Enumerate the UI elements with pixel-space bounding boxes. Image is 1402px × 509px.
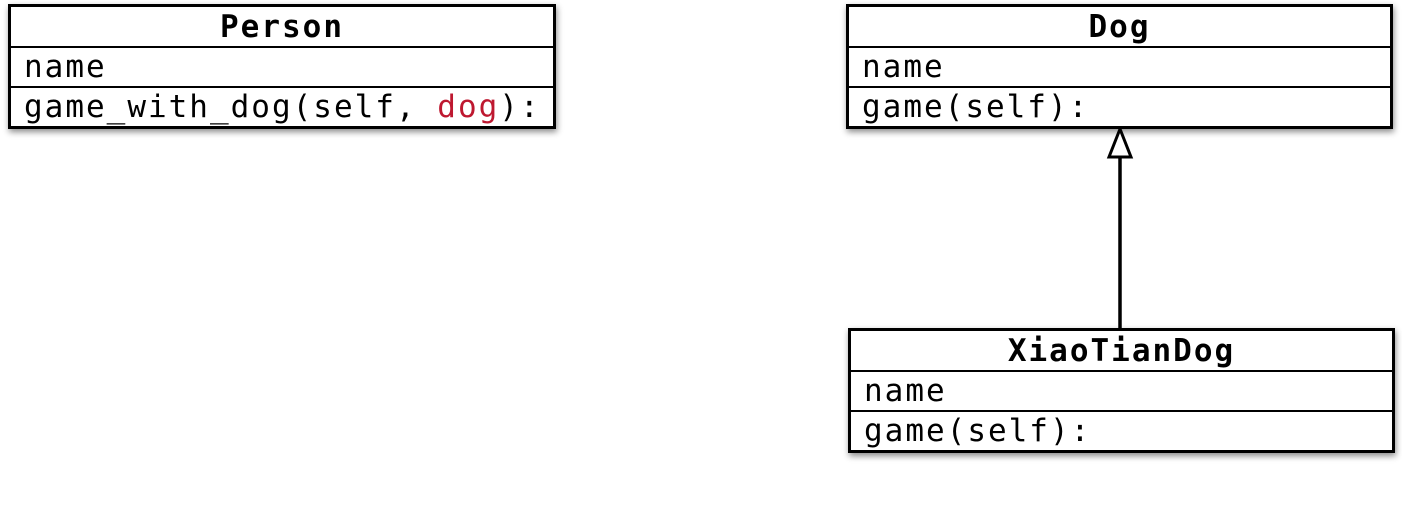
class-method-game: game(self): [849, 88, 1390, 126]
class-attribute-name: name [851, 372, 1392, 412]
class-attribute-name: name [11, 48, 553, 88]
class-box-xiaotiandog: XiaoTianDog name game(self): [848, 328, 1395, 453]
method-text-segment: ): [499, 89, 541, 125]
class-attribute-name: name [849, 48, 1390, 88]
class-title-dog: Dog [849, 7, 1390, 48]
arrow-head-hollow-triangle-icon [1106, 127, 1134, 159]
class-method-game: game(self): [851, 412, 1392, 450]
class-box-person: Person name game_with_dog(self, dog ): [8, 4, 556, 129]
class-box-dog: Dog name game(self): [846, 4, 1393, 129]
class-title-xiaotiandog: XiaoTianDog [851, 331, 1392, 372]
class-method-game-with-dog: game_with_dog(self, dog ): [11, 88, 553, 126]
method-text-segment-highlighted: dog [437, 89, 500, 125]
class-title-person: Person [11, 7, 553, 48]
inheritance-arrow [1106, 127, 1134, 329]
method-text-segment: game(self): [862, 89, 1090, 125]
method-text-segment: game(self): [864, 413, 1092, 449]
method-text-segment: game_with_dog(self, [24, 89, 438, 125]
